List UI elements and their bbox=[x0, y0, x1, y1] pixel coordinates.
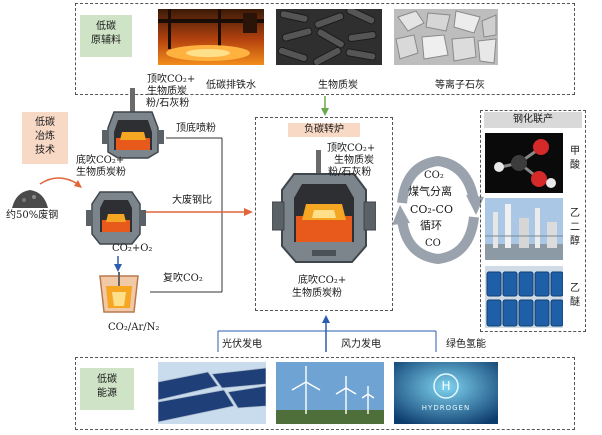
negative-carbon-converter-box bbox=[255, 117, 393, 311]
scrap-pile-icon bbox=[12, 190, 48, 208]
co2-o2-label: CO₂+O₂ bbox=[112, 243, 153, 254]
photo-ethylene-glycol bbox=[485, 198, 563, 260]
photo-hot-metal bbox=[158, 9, 264, 65]
product-ether-c1: 乙 bbox=[570, 283, 580, 294]
photo-hydrogen: H HYDROGEN bbox=[394, 362, 498, 424]
cycle-co2: CO₂ bbox=[424, 170, 444, 181]
product-ethylene-glycol-c3: 醇 bbox=[570, 236, 580, 247]
photo-biochar bbox=[276, 9, 382, 65]
mid-converter-icon bbox=[86, 191, 146, 245]
energy-box bbox=[75, 357, 575, 430]
small-bottom-blow-line2: 生物质炭粉 bbox=[76, 167, 126, 178]
caption-wind: 风力发电 bbox=[341, 339, 381, 350]
ladle-gas-label: CO₂/Ar/N₂ bbox=[108, 322, 160, 333]
hydrogen-logo-text: HYDROGEN bbox=[421, 404, 471, 412]
small-top-blow-line3: 粉/石灰粉 bbox=[146, 98, 190, 109]
photo-plasma-lime bbox=[394, 9, 498, 65]
product-formic-acid-c1: 甲 bbox=[570, 146, 580, 157]
product-ether-c2: 醚 bbox=[570, 297, 580, 308]
photo-ether-drums bbox=[485, 266, 563, 328]
cycle-co: CO bbox=[425, 238, 441, 249]
raw-materials-label-line1: 低碳 bbox=[96, 21, 116, 32]
scrap-ratio-label: 大废钢比 bbox=[172, 195, 212, 206]
converter-top-line1: 顶吹CO₂+ bbox=[327, 143, 376, 154]
product-ethylene-glycol-c1: 乙 bbox=[570, 208, 580, 219]
energy-label-line1: 低碳 bbox=[97, 374, 117, 385]
big-converter-icon bbox=[272, 150, 376, 263]
small-converter-icon bbox=[102, 88, 164, 159]
raw-materials-label-line2: 原辅料 bbox=[91, 35, 121, 46]
photo-wind bbox=[276, 362, 384, 424]
top-bottom-spray-label: 顶底喷粉 bbox=[176, 123, 216, 134]
smelting-label-line1: 低碳 bbox=[35, 117, 55, 128]
product-ethylene-glycol: 乙 二 醇 bbox=[569, 207, 581, 249]
converter-title: 负碳转炉 bbox=[288, 123, 360, 137]
scrap-label: 约50%废钢 bbox=[6, 210, 59, 221]
small-top-blow-line2: 生物质炭 bbox=[147, 86, 187, 97]
product-ether: 乙 醚 bbox=[569, 282, 581, 310]
product-ethylene-glycol-c2: 二 bbox=[570, 222, 580, 233]
ladle-icon bbox=[99, 272, 139, 313]
small-top-blow-line1: 顶吹CO₂+ bbox=[147, 74, 196, 85]
smelting-label-line2: 冶炼 bbox=[35, 131, 55, 142]
gas-cycle-arrows bbox=[392, 155, 484, 265]
smelting-label: 低碳 冶炼 技术 bbox=[22, 112, 68, 164]
energy-label-line2: 能源 bbox=[97, 388, 117, 399]
cycle-gas-sep: 煤气分离 bbox=[408, 185, 452, 198]
caption-hydrogen: 绿色氢能 bbox=[446, 339, 486, 350]
cogeneration-title: 钢化联产 bbox=[484, 112, 582, 128]
cogeneration-box bbox=[480, 110, 586, 332]
cycle-loop: 循环 bbox=[420, 219, 442, 232]
caption-solar: 光伏发电 bbox=[222, 339, 262, 350]
caption-biochar: 生物质炭 bbox=[318, 80, 358, 91]
photo-solar bbox=[158, 362, 266, 424]
converter-bottom-line2: 生物质炭粉 bbox=[292, 288, 342, 299]
converter-bottom-line1: 底吹CO₂+ bbox=[298, 275, 347, 286]
converter-top-line2: 生物质炭 bbox=[334, 155, 374, 166]
product-formic-acid-c2: 酸 bbox=[570, 160, 580, 171]
raw-materials-box bbox=[75, 3, 575, 95]
cycle-co2-co: CO₂-CO bbox=[410, 203, 453, 216]
caption-plasma-lime: 等离子石灰 bbox=[435, 80, 485, 91]
raw-materials-label: 低碳 原辅料 bbox=[80, 15, 132, 57]
energy-label: 低碳 能源 bbox=[80, 368, 134, 410]
caption-hot-metal: 低碳排铁水 bbox=[206, 80, 256, 91]
converter-top-line3: 粉/石灰粉 bbox=[328, 167, 372, 178]
small-bottom-blow-line1: 底吹CO₂+ bbox=[76, 155, 125, 166]
smelting-label-line3: 技术 bbox=[35, 145, 55, 156]
product-formic-acid: 甲 酸 bbox=[569, 145, 581, 173]
svg-text:H: H bbox=[441, 379, 450, 393]
reblow-label: 复吹CO₂ bbox=[163, 273, 203, 284]
photo-formic-acid bbox=[485, 133, 563, 193]
